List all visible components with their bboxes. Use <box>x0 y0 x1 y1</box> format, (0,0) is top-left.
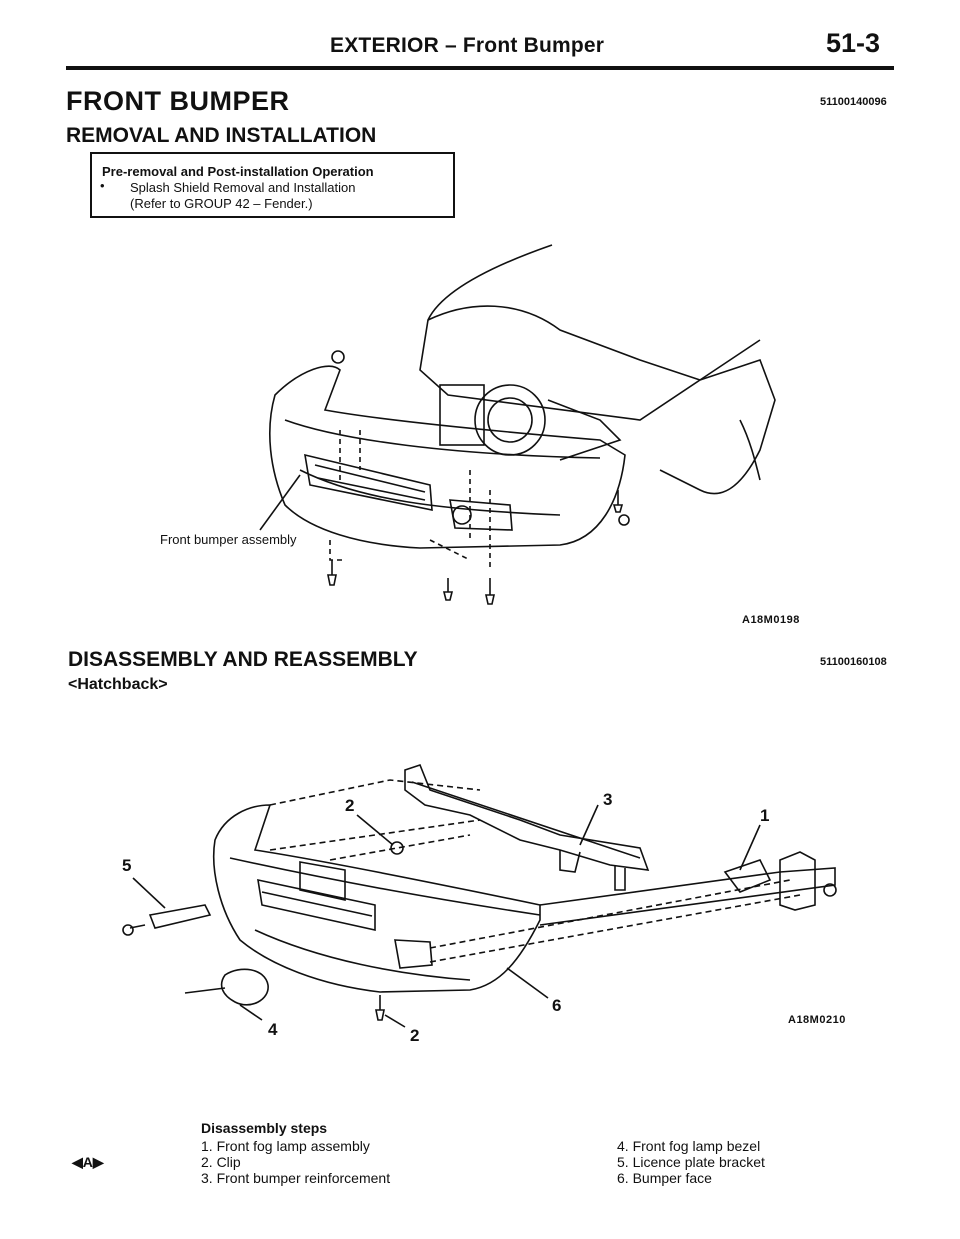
list-item: 4. Front fog lamp bezel <box>617 1138 761 1154</box>
steps-title: Disassembly steps <box>201 1120 328 1136</box>
callout-1: 1 <box>760 806 770 825</box>
list-item: 1. Front fog lamp assembly <box>201 1138 370 1154</box>
variant-label: <Hatchback> <box>68 676 168 693</box>
list-item: 5. Licence plate bracket <box>617 1154 765 1170</box>
section-code: 51100160108 <box>820 656 887 668</box>
service-marker: ◀A▶ <box>72 1154 104 1170</box>
callout-5: 5 <box>122 856 132 875</box>
header-rule <box>66 66 894 70</box>
operation-line-2: (Refer to GROUP 42 – Fender.) <box>130 196 313 211</box>
bullet-icon: • <box>100 178 105 193</box>
subsection-title: REMOVAL AND INSTALLATION <box>66 124 377 147</box>
callout-4: 4 <box>268 1020 278 1039</box>
operation-box <box>90 152 455 218</box>
operation-box-title: Pre-removal and Post-installation Operat… <box>102 164 374 179</box>
callout-2-bottom: 2 <box>410 1026 420 1045</box>
operation-line-1: Splash Shield Removal and Installation <box>130 180 356 195</box>
section-title: EXTERIOR – Front Bumper <box>330 34 605 57</box>
callout-2-top: 2 <box>345 796 355 815</box>
section-heading: DISASSEMBLY AND REASSEMBLY <box>68 648 418 671</box>
front-bumper-assembly-label: Front bumper assembly <box>160 532 297 547</box>
figure-id: A18M0210 <box>788 1014 846 1026</box>
figure-id: A18M0198 <box>742 614 800 626</box>
section-code: 51100140096 <box>820 96 887 108</box>
callout-3: 3 <box>603 790 613 809</box>
list-item: 3. Front bumper reinforcement <box>201 1170 391 1186</box>
page-number: 51-3 <box>826 28 881 58</box>
list-item: 6. Bumper face <box>617 1170 712 1186</box>
callout-6: 6 <box>552 996 562 1015</box>
page-title: FRONT BUMPER <box>66 86 290 116</box>
list-item: 2. Clip <box>201 1154 241 1170</box>
